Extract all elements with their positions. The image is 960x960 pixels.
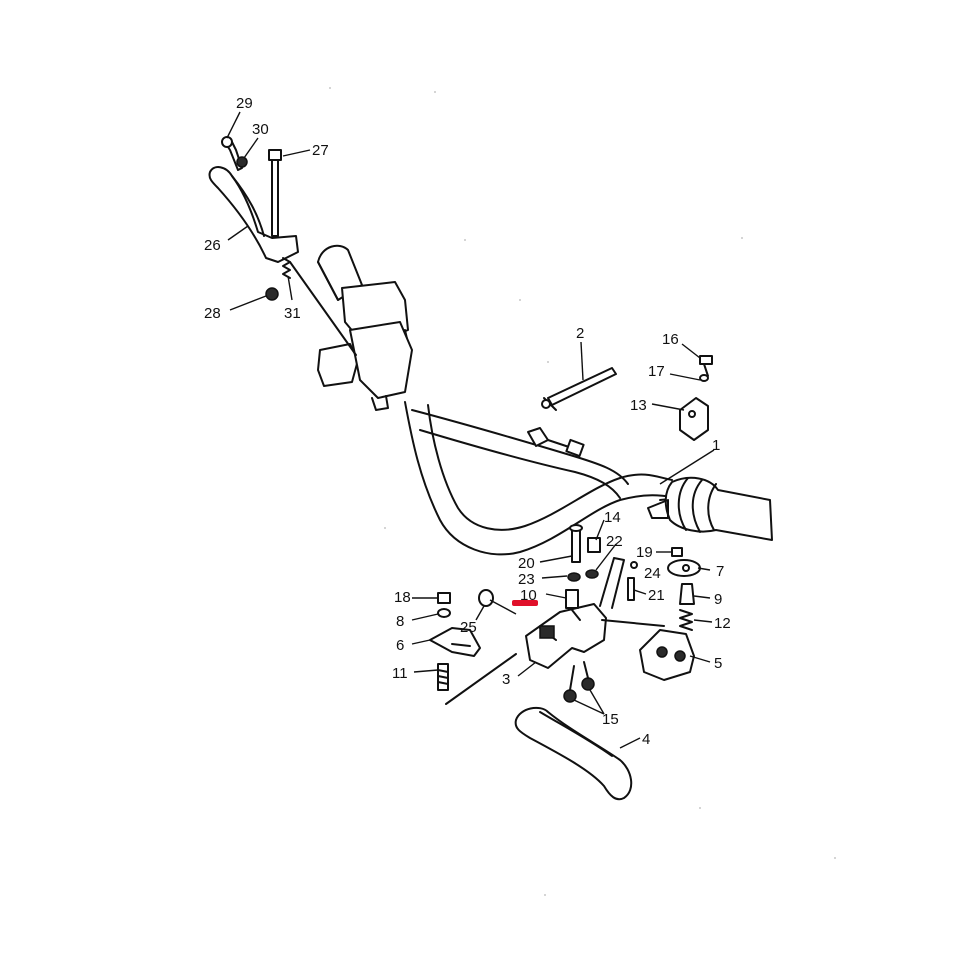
callout-6: 6	[396, 637, 404, 654]
callout-3: 3	[502, 671, 510, 688]
callout-1: 1	[712, 437, 720, 454]
callout-7: 7	[716, 563, 724, 580]
callout-11: 11	[392, 665, 408, 682]
callout-31: 31	[284, 305, 301, 322]
tie-strap	[541, 367, 617, 411]
callout-30: 30	[252, 121, 269, 138]
callout-21: 21	[648, 587, 665, 604]
cable-end	[527, 427, 585, 458]
callout-17: 17	[648, 363, 665, 380]
callout-labels: 29 30 27 26 28 31 2 16 17 13 1 14 20 22 …	[204, 95, 731, 748]
left-lever-assembly	[208, 136, 357, 356]
holder-13	[679, 355, 713, 441]
callout-9: 9	[714, 591, 722, 608]
callout-15: 15	[602, 711, 619, 728]
callout-20: 20	[518, 555, 535, 572]
callout-18: 18	[394, 589, 411, 606]
callout-12: 12	[714, 615, 731, 632]
right-grip	[647, 476, 773, 541]
callout-26: 26	[204, 237, 221, 254]
left-control-housing	[317, 281, 413, 411]
callout-29: 29	[236, 95, 253, 112]
callout-19: 19	[636, 544, 653, 561]
callout-16: 16	[662, 331, 679, 348]
callout-10: 10	[520, 587, 537, 604]
leader-lines	[226, 111, 715, 749]
callout-4: 4	[642, 731, 650, 748]
callout-25: 25	[460, 619, 477, 636]
callout-24: 24	[644, 565, 661, 582]
callout-2: 2	[576, 325, 584, 342]
lever-bracket-3	[525, 524, 665, 669]
callout-13: 13	[630, 397, 647, 414]
scan-specks	[329, 87, 836, 896]
small-parts-left	[429, 589, 517, 705]
handlebar	[404, 401, 681, 556]
brake-lever-4	[514, 661, 633, 801]
callout-27: 27	[312, 142, 329, 159]
switch-5	[627, 547, 701, 681]
callout-5: 5	[714, 655, 722, 672]
highlight-marker	[512, 600, 538, 606]
callout-28: 28	[204, 305, 221, 322]
callout-23: 23	[518, 571, 535, 588]
callout-14: 14	[604, 509, 621, 526]
callout-22: 22	[606, 533, 623, 550]
callout-8: 8	[396, 613, 404, 630]
